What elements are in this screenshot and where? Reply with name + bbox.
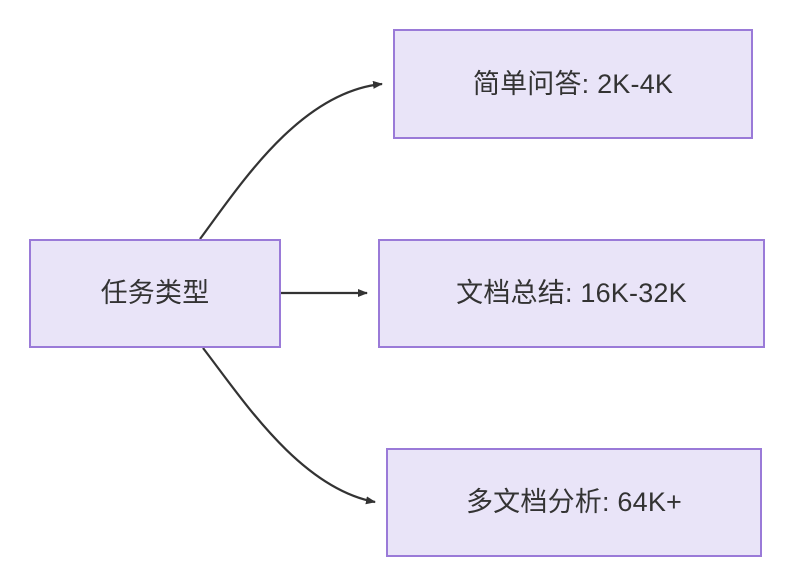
node-doc-summary-label: 文档总结: 16K-32K bbox=[456, 278, 687, 309]
node-doc-summary[interactable]: 文档总结: 16K-32K bbox=[378, 239, 765, 348]
node-multi-doc-analysis[interactable]: 多文档分析: 64K+ bbox=[386, 448, 762, 557]
node-multi-doc-analysis-label: 多文档分析: 64K+ bbox=[465, 487, 682, 518]
node-simple-qa-label: 简单问答: 2K-4K bbox=[472, 68, 674, 99]
node-simple-qa[interactable]: 简单问答: 2K-4K bbox=[393, 29, 753, 139]
edge-root-to-child-0 bbox=[199, 80, 383, 240]
node-root-label: 任务类型 bbox=[100, 278, 210, 309]
node-root[interactable]: 任务类型 bbox=[29, 239, 281, 348]
edge-root-to-child-2 bbox=[202, 347, 376, 505]
